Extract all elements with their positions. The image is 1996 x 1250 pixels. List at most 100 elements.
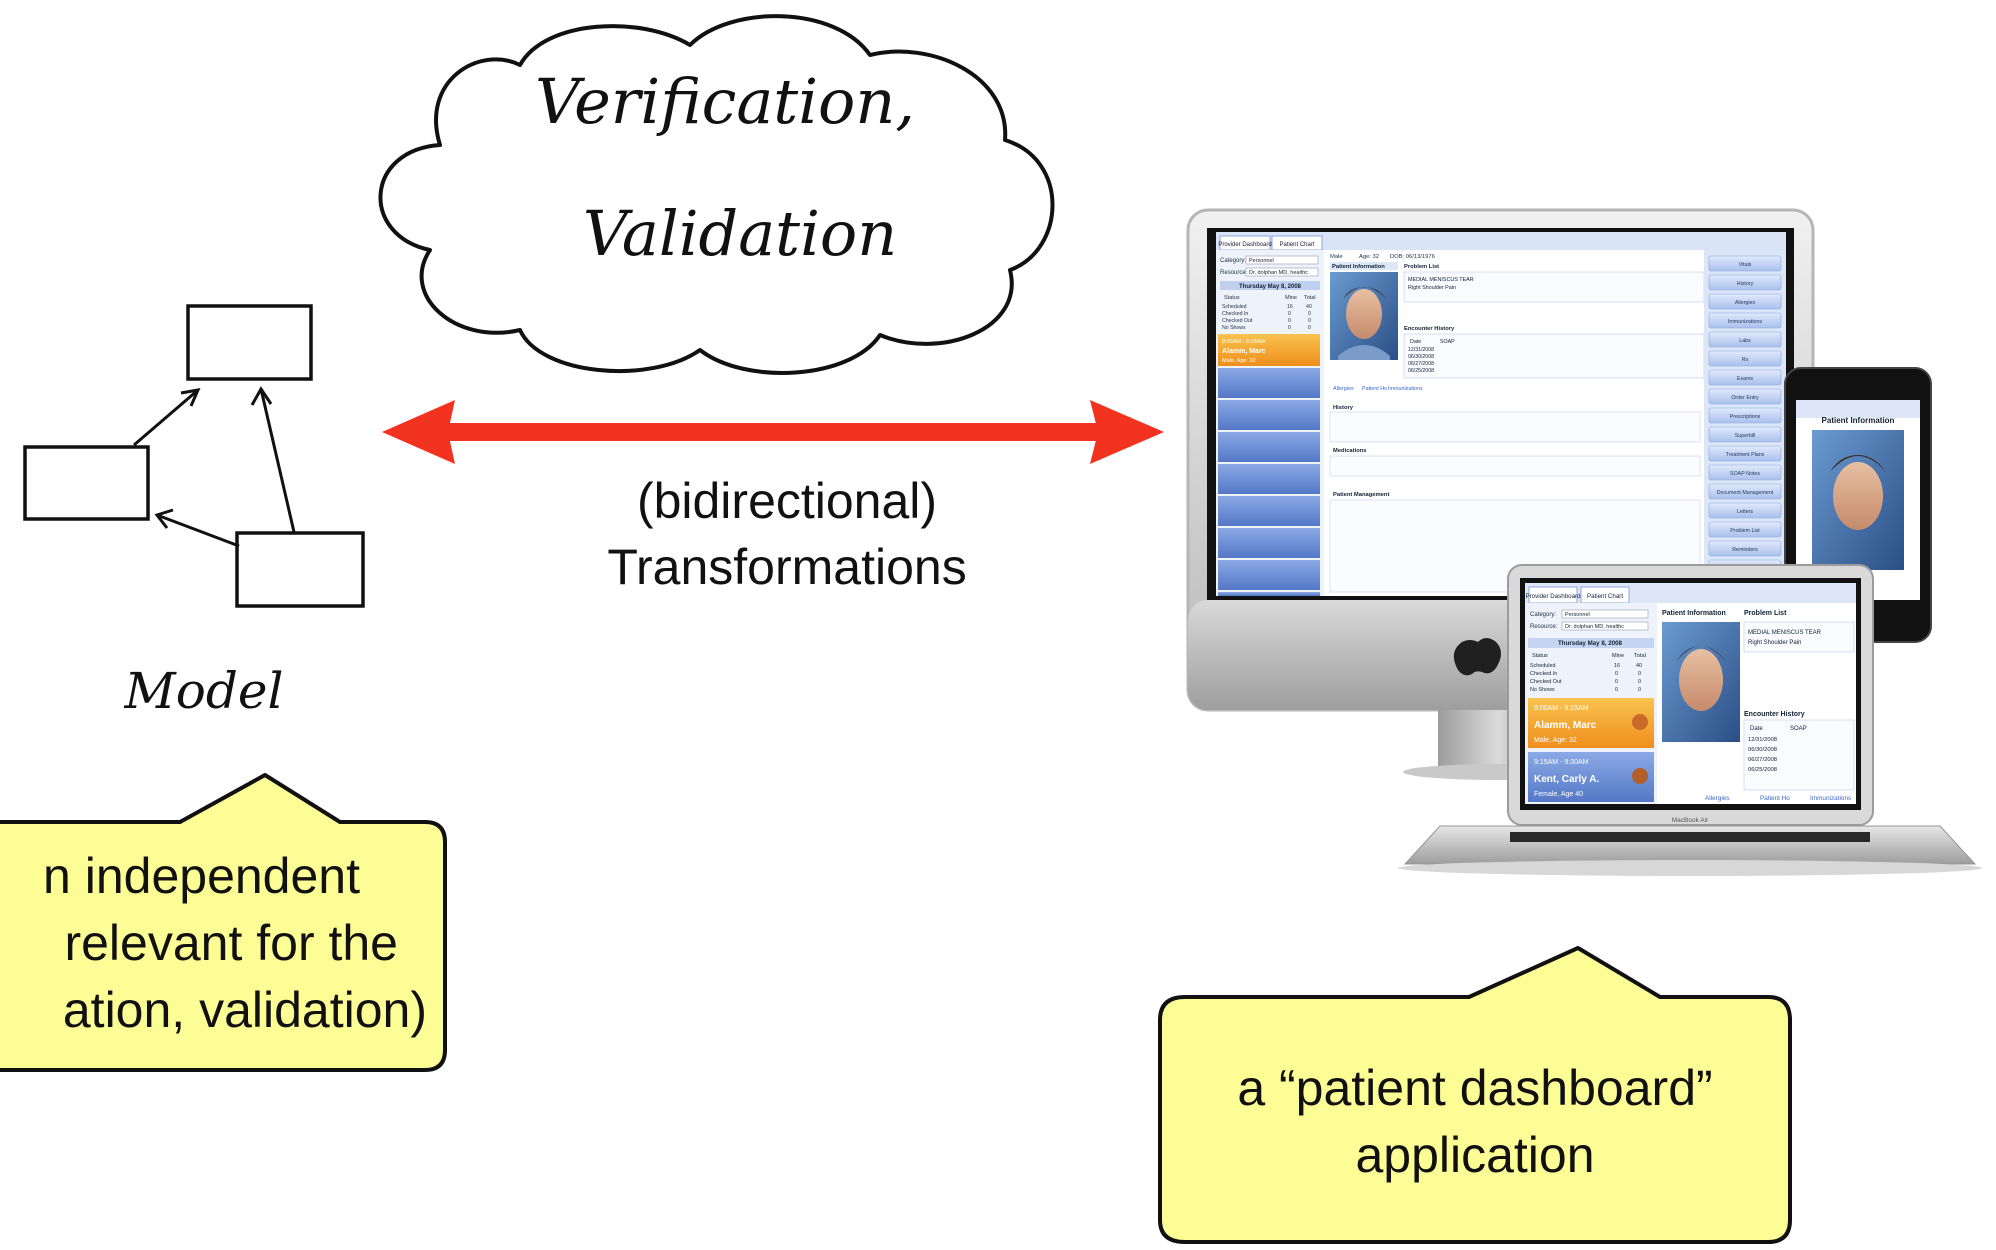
- imac-right-button-15[interactable]: [1708, 521, 1782, 538]
- arrow-shaft-right: [775, 423, 1120, 441]
- imac-patient-shirt: [1338, 345, 1390, 360]
- iphone-patient-hair: [1830, 455, 1886, 472]
- imac-patient-information-header: [1330, 262, 1398, 270]
- macbook-tab-patient-ho[interactable]: Patient Ho: [1760, 795, 1790, 802]
- imac-right-button-label-6: Rx: [1742, 357, 1749, 363]
- model-box-bottom-right: [235, 531, 365, 608]
- left-callout-bubble: [0, 773, 447, 1072]
- imac-right-button-label-9: Prescriptions: [1730, 414, 1761, 420]
- macbook-category-select[interactable]: [1561, 609, 1649, 619]
- model-arrow-bottom-to-left: [156, 513, 240, 548]
- imac-right-button-label-5: Labs: [1739, 338, 1751, 344]
- macbook-col-status: Status: [1532, 653, 1548, 659]
- macbook-shadow: [1398, 860, 1982, 876]
- imac-right-button-14[interactable]: [1708, 502, 1782, 519]
- imac-right-button-7[interactable]: [1708, 369, 1782, 386]
- macbook-category-label: Category:: [1530, 612, 1556, 618]
- imac-right-button-3[interactable]: [1708, 293, 1782, 310]
- macbook-appointment-1-name: Alamm, Marc: [1534, 720, 1597, 731]
- imac-status-row-2-mine: 0: [1288, 311, 1291, 317]
- imac-tab-immunizations[interactable]: Immunizations: [1388, 386, 1423, 392]
- imac-medications-label: Medications: [1333, 448, 1367, 454]
- imac-right-button-label-10: Superbill: [1735, 433, 1756, 439]
- imac-status-row-3-mine: 0: [1288, 318, 1291, 324]
- imac-right-button-12[interactable]: [1708, 464, 1782, 481]
- macbook-status-row-2-mine: 0: [1615, 671, 1618, 677]
- macbook-encounter-table: [1743, 719, 1855, 791]
- macbook-status-row-4-mine: 0: [1615, 687, 1618, 693]
- macbook-problem-list-table: [1743, 621, 1855, 653]
- imac-appointment-1-time: 9:00AM - 9:15AM: [1222, 339, 1265, 345]
- imac-history-box: [1329, 411, 1701, 443]
- imac-right-button-8[interactable]: [1708, 388, 1782, 405]
- imac-status-row-2-total: 0: [1308, 311, 1311, 317]
- imac-right-button-11[interactable]: [1708, 445, 1782, 462]
- iphone-header: [1796, 400, 1920, 418]
- macbook-problem-list-label: Problem List: [1744, 610, 1787, 617]
- imac-encounter-table: [1403, 333, 1705, 379]
- imac-right-button-9[interactable]: [1708, 407, 1782, 424]
- imac-appointment-3[interactable]: [1218, 400, 1320, 430]
- imac-status-row-4: No Shows: [1222, 325, 1246, 331]
- imac-problem-1: MEDIAL MENISCUS TEAR: [1408, 277, 1474, 283]
- imac-category-select[interactable]: [1245, 255, 1319, 265]
- imac-resource-select[interactable]: [1245, 267, 1319, 277]
- macbook-appointment-2-time: 9:15AM - 9:30AM: [1534, 759, 1589, 766]
- model-arrowhead-left: [154, 508, 174, 529]
- imac-appointment-8[interactable]: [1218, 560, 1320, 590]
- imac-right-button-2[interactable]: [1708, 274, 1782, 291]
- macbook-patient-information-label: Patient Information: [1662, 610, 1726, 617]
- imac-appointment-7[interactable]: [1218, 528, 1320, 558]
- macbook-device: Provider Dashboard Patient Chart Categor…: [1398, 564, 1982, 876]
- macbook-status-row-1-mine: 16: [1614, 663, 1620, 669]
- imac-right-button-4[interactable]: [1708, 312, 1782, 329]
- macbook-patient-face: [1679, 649, 1723, 711]
- macbook-status-row-2-total: 0: [1638, 671, 1641, 677]
- left-callout-line2: relevant for the: [64, 915, 398, 971]
- imac-appointment-1[interactable]: [1218, 334, 1320, 366]
- transformations-label-line2: Transformations: [607, 539, 966, 595]
- apple-logo-icon: [1453, 638, 1501, 676]
- imac-appointment-4[interactable]: [1218, 432, 1320, 462]
- imac-appointment-9[interactable]: [1218, 592, 1320, 596]
- imac-date-header-text: Thursday May 8, 2008: [1239, 284, 1302, 290]
- imac-patient-age: Age: 32: [1359, 254, 1379, 260]
- imac-tab-allergies[interactable]: Allergies: [1333, 386, 1354, 392]
- imac-patient-hair: [1343, 287, 1386, 299]
- macbook-encounter-col-date: Date: [1750, 726, 1763, 732]
- macbook-encounter-col-soap: SOAP: [1790, 726, 1807, 732]
- imac-col-status: Status: [1224, 295, 1240, 301]
- imac-right-button-13[interactable]: [1708, 483, 1782, 500]
- imac-right-button-16[interactable]: [1708, 540, 1782, 557]
- imac-appointment-2[interactable]: [1218, 368, 1320, 398]
- imac-appointment-5[interactable]: [1218, 464, 1320, 494]
- imac-encounter-date-3: 06/27/2008: [1408, 361, 1434, 367]
- macbook-appointment-1-detail: Male, Age: 32: [1534, 737, 1577, 744]
- imac-right-button-label-12: SOAP Notes: [1730, 471, 1760, 477]
- imac-right-button-10[interactable]: [1708, 426, 1782, 443]
- imac-appointment-1-name: Alamm, Marc: [1222, 348, 1266, 355]
- macbook-tab-allergies[interactable]: Allergies: [1705, 795, 1730, 802]
- left-callout-line1: n independent: [43, 848, 360, 904]
- imac-right-button-1[interactable]: [1708, 255, 1782, 272]
- imac-right-button-6[interactable]: [1708, 350, 1782, 367]
- imac-medications-table: [1329, 455, 1701, 477]
- macbook-patient-hair: [1676, 646, 1726, 662]
- imac-right-button-5[interactable]: [1708, 331, 1782, 348]
- right-callout: a “patient dashboard” application: [1158, 946, 1792, 1244]
- imac-encounter-date-2: 06/30/2008: [1408, 354, 1434, 360]
- macbook-resource-select[interactable]: [1561, 621, 1649, 631]
- cloud-shape: [378, 14, 1055, 375]
- imac-right-button-label-7: Exams: [1737, 376, 1754, 382]
- imac-problem-list-label: Problem List: [1404, 264, 1439, 270]
- arrowhead-left: [382, 400, 455, 464]
- cloud-text-line2: Validation: [583, 197, 897, 270]
- macbook-brand-label: MacBook Air: [1672, 817, 1709, 824]
- macbook-encounter-date-4: 06/25/2008: [1748, 767, 1777, 773]
- imac-appointment-6[interactable]: [1218, 496, 1320, 526]
- imac-category-label: Category:: [1220, 258, 1246, 264]
- macbook-tab-immunizations[interactable]: Immunizations: [1810, 795, 1851, 802]
- macbook-encounter-date-2: 06/30/2008: [1748, 747, 1777, 753]
- imac-right-button-label-3: Allergies: [1735, 300, 1756, 306]
- imac-tab-patient-ho[interactable]: Patient Ho: [1362, 386, 1387, 392]
